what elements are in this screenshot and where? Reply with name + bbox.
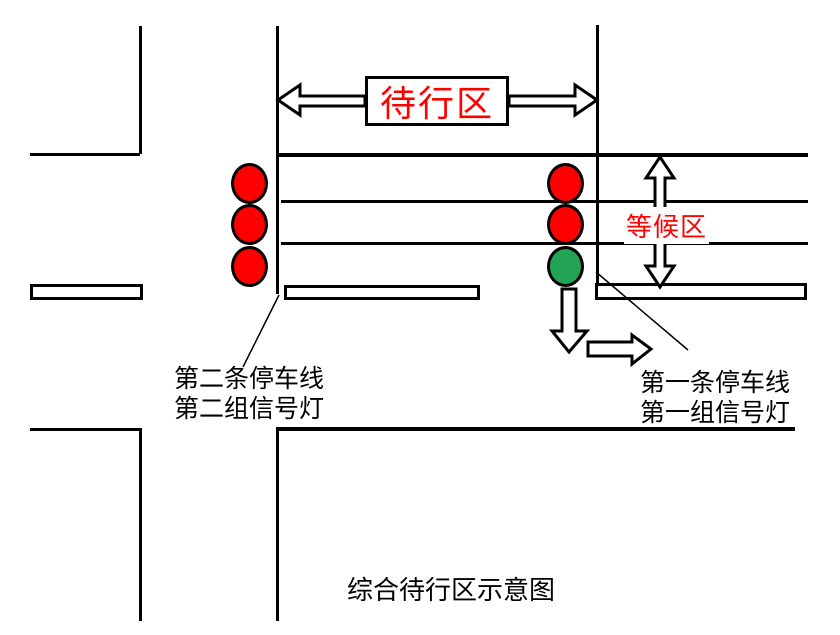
- left-signal-lamp-3: [231, 246, 268, 287]
- first-stop-line-bar: [595, 283, 807, 300]
- second-stop-annotation: 第二条停车线 第二组信号灯: [174, 364, 324, 424]
- lane-line-middle: [281, 200, 808, 203]
- first-stop-annotation: 第一条停车线 第一组信号灯: [640, 368, 790, 428]
- first-stop-line-label: 第一条停车线: [640, 369, 791, 397]
- right-signal-lamp-2: [547, 204, 584, 245]
- waiting-go-zone-label: 待行区: [379, 83, 494, 124]
- right-signal-lamp-1: [547, 163, 584, 204]
- road-edge-center-vertical: [276, 26, 279, 294]
- right-signal-lamp-3: [547, 246, 584, 287]
- second-stop-line-bar: [284, 285, 480, 300]
- left-signal-lamp-1: [231, 163, 268, 204]
- right-block-arrow: [507, 82, 600, 118]
- leader-line-first-stop: [595, 271, 689, 351]
- down-block-arrow: [548, 287, 591, 355]
- left-signal-lamp-2: [231, 204, 268, 245]
- queue-zone-label: 等候区: [624, 207, 710, 244]
- road-edge-bottom-horizontal: [276, 427, 795, 431]
- lane-line-top: [277, 153, 808, 157]
- road-edge-bottom-left-vertical: [139, 428, 142, 621]
- second-signal-group-label: 第二组信号灯: [174, 395, 325, 423]
- diagram-title: 综合待行区示意图: [347, 575, 556, 605]
- road-edge-top-left-horizontal: [30, 153, 140, 156]
- waiting-go-zone-box: 待行区: [365, 76, 509, 126]
- crosswalk-bar-left: [30, 284, 143, 300]
- road-edge-bottom-center-vertical: [276, 428, 279, 621]
- first-signal-group-label: 第一组信号灯: [640, 399, 791, 427]
- second-stop-line-label: 第二条停车线: [174, 365, 325, 393]
- road-edge-bottom-left-horizontal: [30, 428, 141, 431]
- lane-line-lower: [281, 242, 808, 245]
- leader-line-second-stop: [242, 294, 280, 368]
- road-edge-top-left-vertical: [139, 26, 142, 154]
- left-block-arrow: [275, 82, 367, 118]
- turn-right-block-arrow: [586, 332, 654, 368]
